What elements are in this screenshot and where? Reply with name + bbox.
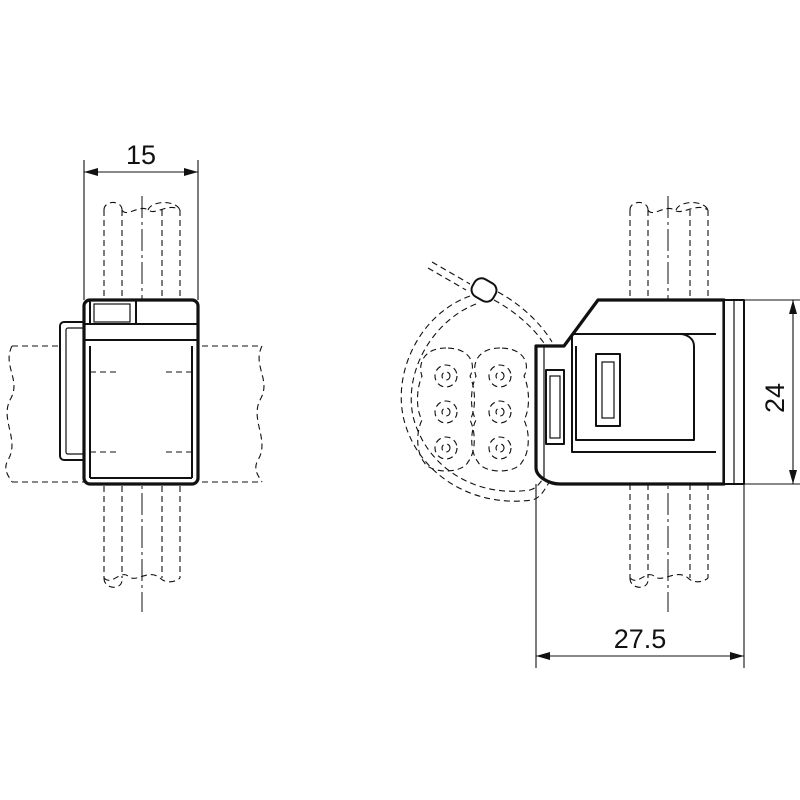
dimension-width-front: 15 [83,140,199,300]
dimension-width-side: 27.5 [535,484,745,668]
dimension-label-15: 15 [126,140,156,170]
dimension-label-24: 24 [760,383,790,413]
wire-bundle [416,347,530,472]
clip-body-side [534,298,745,486]
dimension-label-27-5: 27.5 [614,624,667,654]
side-view: 24 27.5 [400,196,800,668]
clip-body-front [82,298,200,486]
cable-tie-loop [400,261,553,502]
front-view: 15 [5,140,265,612]
dimension-height-side: 24 [744,299,800,485]
vertical-cable-side [629,201,709,588]
